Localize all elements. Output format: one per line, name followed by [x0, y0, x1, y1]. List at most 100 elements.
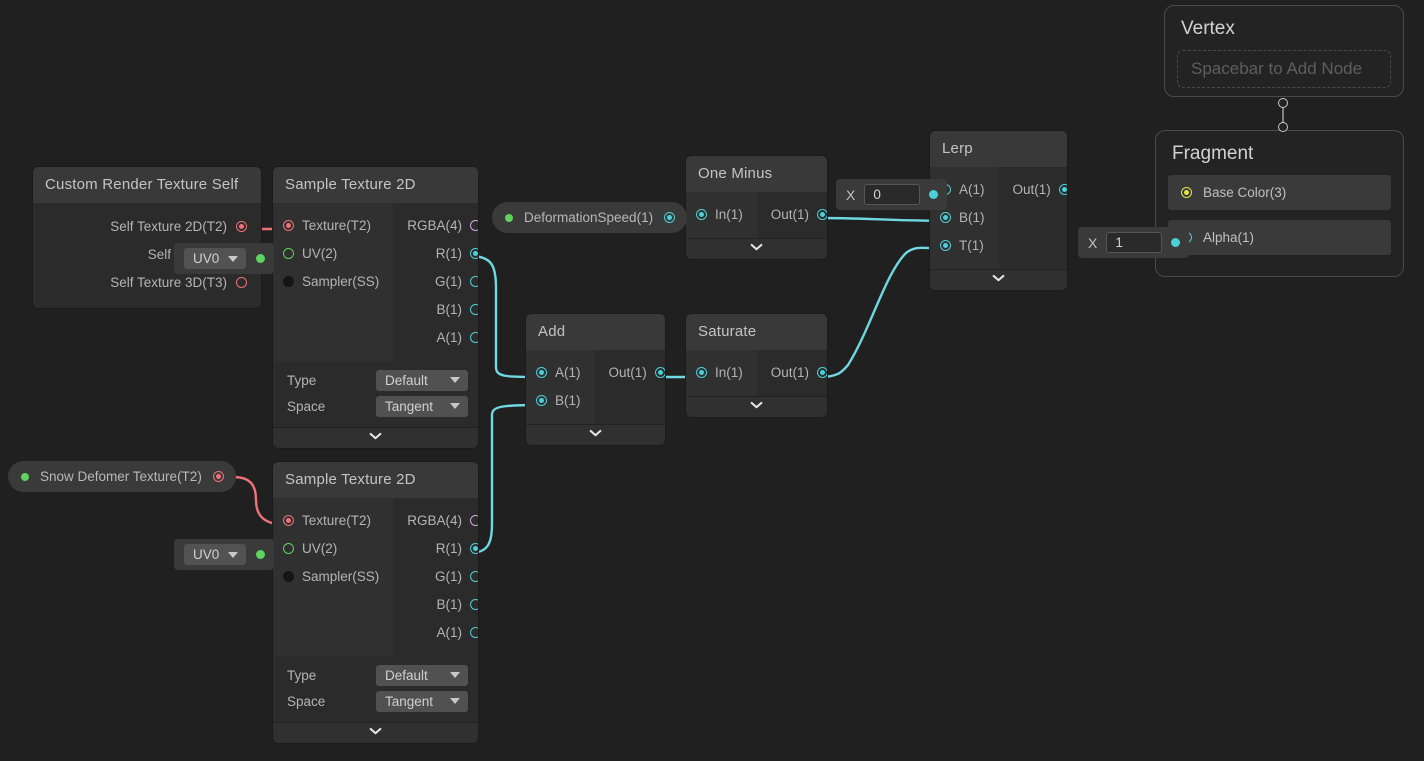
property-snow-deformer-texture[interactable]: Snow Defomer Texture(T2)	[8, 461, 236, 492]
lerp-a-input[interactable]: 0	[864, 184, 921, 205]
node-collapse-toggle[interactable]	[930, 269, 1067, 290]
port-dot-out[interactable]	[817, 208, 827, 220]
port-dot-out[interactable]	[1058, 183, 1067, 195]
port-dot-out[interactable]	[654, 366, 665, 378]
control-type[interactable]: Type Default	[273, 662, 478, 688]
port-r[interactable]: R(1)	[393, 534, 478, 562]
lerp-a-output-dot[interactable]	[929, 190, 939, 199]
vertex-add-node-placeholder[interactable]: Spacebar to Add Node	[1177, 50, 1391, 88]
port-rgba[interactable]: RGBA(4)	[393, 506, 478, 534]
port-texture[interactable]: Texture(T2)	[273, 506, 393, 534]
fragment-slot-base-color[interactable]: Base Color(3)	[1168, 175, 1391, 210]
port-dot-g[interactable]	[470, 275, 478, 287]
port-out[interactable]: Out(1)	[757, 200, 827, 228]
uv-dropdown[interactable]: UV0	[184, 544, 246, 565]
alpha-value-widget[interactable]: X 1	[1078, 227, 1190, 258]
node-saturate[interactable]: Saturate In(1) Out(1)	[686, 314, 827, 417]
port-a[interactable]: A(1)	[393, 323, 478, 351]
uv-selector-top[interactable]: UV0	[174, 243, 274, 274]
port-dot-g[interactable]	[470, 570, 478, 582]
node-sample-texture-2d-bottom[interactable]: Sample Texture 2D Texture(T2) UV(2) Samp…	[273, 462, 478, 743]
context-block-vertex[interactable]: Vertex Spacebar to Add Node	[1164, 5, 1404, 97]
port-a[interactable]: A(1)	[526, 358, 595, 386]
port-dot-sampler[interactable]	[283, 570, 294, 582]
port-texture[interactable]: Texture(T2)	[273, 211, 393, 239]
type-dropdown[interactable]: Default	[376, 369, 468, 391]
node-add[interactable]: Add A(1) B(1) Out(1)	[526, 314, 665, 445]
node-custom-render-texture-self[interactable]: Custom Render Texture Self Self Texture …	[33, 167, 261, 308]
uv-output-dot[interactable]	[256, 254, 265, 263]
port-in[interactable]: In(1)	[686, 200, 757, 228]
port-b[interactable]: B(1)	[393, 295, 478, 323]
port-dot-uv[interactable]	[283, 247, 294, 259]
uv-selector-bottom[interactable]: UV0	[174, 539, 274, 570]
node-lerp[interactable]: Lerp A(1) B(1) T(1) Out(1)	[930, 131, 1067, 290]
property-deformation-speed[interactable]: DeformationSpeed(1)	[492, 202, 688, 233]
port-dot-a[interactable]	[536, 366, 547, 378]
node-sample-texture-2d-top[interactable]: Sample Texture 2D Texture(T2) UV(2) Samp…	[273, 167, 478, 448]
port-dot-texture2d[interactable]	[236, 220, 247, 232]
port-sampler[interactable]: Sampler(SS)	[273, 562, 393, 590]
port-r[interactable]: R(1)	[393, 239, 478, 267]
alpha-input[interactable]: 1	[1106, 232, 1163, 253]
port-dot-sampler[interactable]	[283, 275, 294, 287]
lerp-a-value-widget[interactable]: X 0	[836, 179, 948, 210]
node-one-minus[interactable]: One Minus In(1) Out(1)	[686, 156, 827, 259]
port-dot-texture3d[interactable]	[236, 276, 247, 288]
alpha-output-dot[interactable]	[1171, 238, 1181, 247]
port-uv[interactable]: UV(2)	[273, 239, 393, 267]
port-dot-base-color[interactable]	[1181, 187, 1192, 198]
port-dot-in[interactable]	[696, 208, 707, 220]
port-dot-out[interactable]	[817, 366, 827, 378]
port-dot-texture[interactable]	[283, 219, 294, 231]
port-g[interactable]: G(1)	[393, 562, 478, 590]
type-dropdown[interactable]: Default	[376, 664, 468, 686]
control-space[interactable]: Space Tangent	[273, 688, 478, 714]
port-dot-uv[interactable]	[283, 542, 294, 554]
port-dot-a[interactable]	[470, 331, 478, 343]
port-dot-b[interactable]	[470, 303, 478, 315]
uv-output-dot[interactable]	[256, 550, 265, 559]
port-b[interactable]: B(1)	[393, 590, 478, 618]
port-dot-b[interactable]	[536, 394, 547, 406]
control-type[interactable]: Type Default	[273, 367, 478, 393]
port-in[interactable]: In(1)	[686, 358, 757, 386]
port-dot-in[interactable]	[696, 366, 707, 378]
port-dot-r[interactable]	[470, 542, 478, 554]
port-self-texture-3d[interactable]: Self Texture 3D(T3)	[33, 268, 261, 296]
fragment-slot-alpha[interactable]: Alpha(1)	[1168, 220, 1391, 255]
uv-dropdown[interactable]: UV0	[184, 248, 246, 269]
port-t[interactable]: T(1)	[930, 231, 999, 259]
port-out[interactable]: Out(1)	[757, 358, 827, 386]
port-uv[interactable]: UV(2)	[273, 534, 393, 562]
port-self-texture-2d[interactable]: Self Texture 2D(T2)	[33, 212, 261, 240]
node-collapse-toggle[interactable]	[526, 424, 665, 445]
port-dot-b[interactable]	[470, 598, 478, 610]
port-dot-r[interactable]	[470, 247, 478, 259]
port-out[interactable]: Out(1)	[595, 358, 665, 386]
port-a[interactable]: A(1)	[393, 618, 478, 646]
port-dot-b[interactable]	[940, 211, 951, 223]
node-collapse-toggle[interactable]	[273, 722, 478, 743]
port-dot-texture[interactable]	[283, 514, 294, 526]
port-dot-rgba[interactable]	[470, 219, 478, 231]
port-g[interactable]: G(1)	[393, 267, 478, 295]
port-rgba[interactable]: RGBA(4)	[393, 211, 478, 239]
property-output-dot[interactable]	[664, 212, 676, 223]
control-space[interactable]: Space Tangent	[273, 393, 478, 419]
port-out[interactable]: Out(1)	[999, 175, 1067, 203]
vertex-bottom-connector[interactable]	[1278, 98, 1288, 108]
port-dot-rgba[interactable]	[470, 514, 478, 526]
space-dropdown[interactable]: Tangent	[376, 395, 468, 417]
port-sampler[interactable]: Sampler(SS)	[273, 267, 393, 295]
node-collapse-toggle[interactable]	[273, 427, 478, 448]
context-block-fragment[interactable]: Fragment Base Color(3) Alpha(1)	[1155, 130, 1404, 277]
space-dropdown[interactable]: Tangent	[376, 690, 468, 712]
property-output-dot[interactable]	[212, 471, 224, 482]
port-dot-t[interactable]	[940, 239, 951, 251]
node-collapse-toggle[interactable]	[686, 238, 827, 259]
port-b[interactable]: B(1)	[526, 386, 595, 414]
fragment-top-connector[interactable]	[1278, 122, 1288, 132]
node-collapse-toggle[interactable]	[686, 396, 827, 417]
